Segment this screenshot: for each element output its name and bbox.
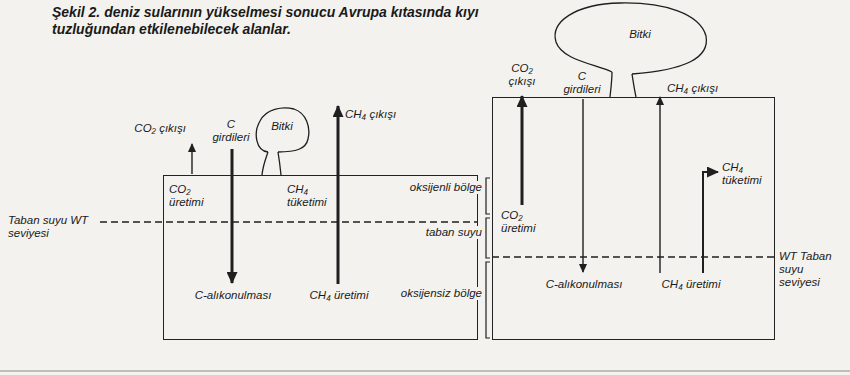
process-label: C-alıkonulması <box>534 278 634 291</box>
figure-title: Şekil 2. deniz sularının yükselmesi sonu… <box>52 4 482 38</box>
plant-label: Bitki <box>258 120 306 133</box>
co2-out-arrow <box>191 144 192 174</box>
ch4-consumption-arrow <box>703 172 718 273</box>
arrow-label: CO₂ çıkışı <box>500 62 544 88</box>
arrow-label: CH₄ çıkışı <box>667 82 747 95</box>
plant-stem <box>610 72 612 97</box>
arrow-label: CH₄ çıkışı <box>345 108 425 121</box>
zone-bracket <box>486 218 490 258</box>
zone-bracket <box>486 178 490 214</box>
plant-canopy: Bitki <box>252 105 312 157</box>
process-label: CH₄ tüketimi <box>287 183 335 209</box>
arrow-label: Taban suyu WT seviyesi <box>8 214 103 240</box>
process-label: CO₂ üretimi <box>501 209 549 235</box>
zone-label: oksijenli bölge <box>409 181 483 194</box>
plant-canopy: Bitki <box>550 2 710 78</box>
water-table-line <box>492 256 776 257</box>
process-label: CO₂ üretimi <box>169 183 219 209</box>
plant-stem <box>632 74 636 97</box>
process-label: CH₄ tüketimi <box>722 161 772 187</box>
arrow-label: WT Taban suyu seviyesi <box>779 250 847 289</box>
zone-bracket <box>486 262 490 338</box>
process-label: CH₄ üretimi <box>299 289 379 302</box>
ch4-out-arrow <box>659 97 660 273</box>
soil-profile-box: CO₂ üretimi CH₄ tüketimiC-alıkonulması CH₄… <box>492 97 775 340</box>
arrow-label: C girdileri <box>559 70 605 96</box>
water-table-line <box>100 221 478 222</box>
plant-stem <box>262 152 268 175</box>
plant-stem <box>278 152 281 175</box>
process-label: CH₄ üretimi <box>646 278 736 291</box>
zone-label: taban suyu <box>425 226 483 239</box>
arrow-label: CO₂ çıkışı <box>100 122 186 135</box>
zone-label: oksijensiz bölge <box>400 287 483 300</box>
ch4-out-arrow <box>337 106 340 284</box>
arrow-label: C girdileri <box>208 118 254 144</box>
c-input-arrow <box>231 149 234 283</box>
co2-out-arrow <box>521 96 524 205</box>
soil-profile-box: CO₂ üretimi CH₄ tüketimiC-alıkonulması CH₄… <box>163 175 478 340</box>
frame-line <box>0 371 850 372</box>
c-input-arrow <box>582 99 583 272</box>
plant-label: Bitki <box>610 28 670 41</box>
process-label: C-alıkonulması <box>183 289 283 302</box>
